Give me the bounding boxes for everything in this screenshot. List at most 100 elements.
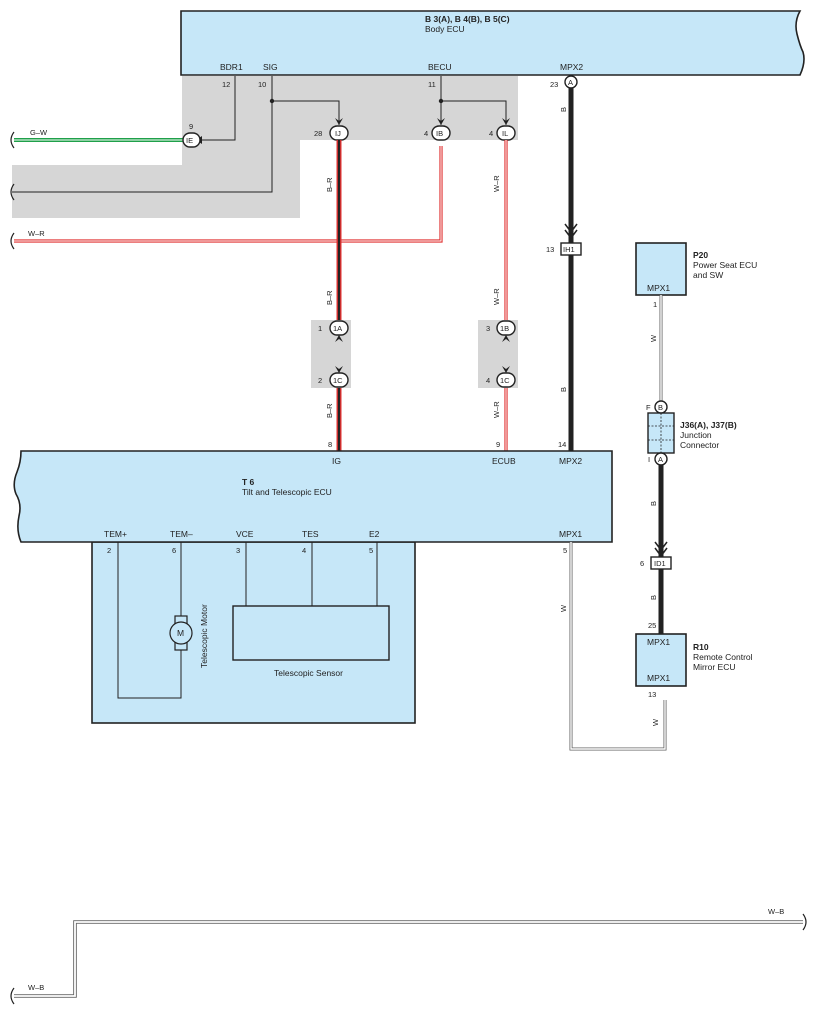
wire-break-wr	[10, 232, 15, 250]
mirror-pinnum-top: 25	[648, 621, 656, 630]
connector-id1: ID1 6	[640, 556, 672, 570]
svg-text:F: F	[646, 403, 651, 412]
arrow-ib	[437, 118, 445, 125]
power-seat-title: P20	[693, 250, 708, 260]
power-seat-pinnum: 1	[653, 300, 657, 309]
wire-wb-core	[14, 921, 803, 997]
wire-label-br-2: B–R	[325, 290, 334, 305]
motor-name: Telescopic Motor	[199, 604, 209, 668]
wire-break-gw	[10, 131, 15, 149]
svg-text:1A: 1A	[333, 324, 342, 333]
tilt-pin-mpx1: MPX1	[559, 529, 582, 539]
mirror-title: R10	[693, 642, 709, 652]
wire-label-w-3: W	[651, 718, 660, 726]
junction-title: J36(A), J37(B)	[680, 420, 737, 430]
tilt-pin-ecub: ECUB	[492, 456, 516, 466]
mirror-pin-top: MPX1	[647, 637, 670, 647]
arrow-id1-top	[654, 541, 668, 552]
tilt-pinnum-mpx2: 14	[558, 440, 566, 449]
wire-label-wr: W–R	[28, 229, 45, 238]
body-ecu-pin-bdr1: BDR1	[220, 62, 243, 72]
tilt-pinnum-tem-minus: 6	[172, 546, 176, 555]
power-seat-pin: MPX1	[647, 283, 670, 293]
tilt-pinnum-ecub: 9	[496, 440, 500, 449]
connector-il: IL 4	[489, 125, 516, 141]
tilt-pin-vce: VCE	[236, 529, 254, 539]
body-ecu-pinnum-mpx2: 23	[550, 80, 558, 89]
tilt-pin-tem-minus: TEM–	[170, 529, 193, 539]
mirror-ecu-box	[635, 633, 687, 687]
wire-label-wb-top: W–B	[768, 907, 784, 916]
wire-label-b-3: B	[649, 501, 658, 506]
wire-label-wb-bottom: W–B	[28, 983, 44, 992]
motor-icon	[169, 621, 193, 645]
wire-label-w-2: W	[559, 604, 568, 612]
arrow-1c2-up	[502, 366, 510, 373]
svg-text:A: A	[658, 455, 663, 464]
svg-text:9: 9	[189, 122, 193, 131]
wire-break-sig	[10, 183, 15, 201]
wire-motor-loop	[117, 542, 182, 699]
arrow-il	[502, 118, 510, 125]
tilt-pinnum-mpx1: 5	[563, 546, 567, 555]
arrow-ih1-bottom	[564, 229, 578, 240]
connector-1c-left: 1C 2	[318, 372, 349, 388]
body-ecu-pinnum-bdr1: 12	[222, 80, 230, 89]
tilt-pinnum-ig: 8	[328, 440, 332, 449]
svg-text:IB: IB	[436, 129, 443, 138]
svg-text:4: 4	[489, 129, 493, 138]
junction-name-1: Junction	[680, 430, 712, 440]
tilt-ecu-title: T 6	[242, 477, 255, 487]
body-ecu-name: Body ECU	[425, 24, 465, 34]
arrow-ih1-top	[564, 223, 578, 234]
junction-name-2: Connector	[680, 440, 719, 450]
tilt-pin-ig: IG	[332, 456, 341, 466]
svg-text:1C: 1C	[500, 376, 510, 385]
wire-label-w-1: W	[649, 334, 658, 342]
connector-ih1: IH1 13	[546, 242, 582, 256]
body-ecu-pin-becu: BECU	[428, 62, 452, 72]
power-seat-name-1: Power Seat ECU	[693, 260, 757, 270]
wire-w-mpx1-core	[570, 542, 666, 750]
svg-text:1B: 1B	[500, 324, 509, 333]
wire-break-wb-left	[10, 987, 15, 1005]
tilt-pinnum-e2: 5	[369, 546, 373, 555]
svg-text:IL: IL	[502, 129, 508, 138]
wire-label-b-2: B	[559, 387, 568, 392]
mirror-name-1: Remote Control	[693, 652, 753, 662]
splice-becu	[438, 98, 444, 104]
body-ecu-title: B 3(A), B 4(B), B 5(C)	[425, 14, 510, 24]
svg-text:B: B	[658, 403, 663, 412]
svg-text:ID1: ID1	[654, 559, 666, 568]
junction-connector-b: B F	[646, 400, 668, 414]
svg-text:3: 3	[486, 324, 490, 333]
wire-sig-ij	[272, 100, 340, 125]
tilt-ecu-name: Tilt and Telescopic ECU	[242, 487, 332, 497]
body-splice-area	[12, 76, 518, 218]
wire-label-wr-2: W–R	[492, 288, 501, 305]
splice-sig	[269, 98, 275, 104]
svg-text:28: 28	[314, 129, 322, 138]
arrow-1c-up	[335, 366, 343, 373]
wire-label-wr-3: W–R	[492, 401, 501, 418]
wire-bdr1	[202, 76, 236, 141]
arrow-1b-down	[502, 335, 510, 342]
wire-becu-il	[441, 100, 507, 125]
motor-symbol: M	[177, 628, 184, 638]
junction-connector-a: A I	[648, 452, 668, 466]
tilt-pin-mpx2: MPX2	[559, 456, 582, 466]
wire-label-b-4: B	[649, 595, 658, 600]
tilt-pinnum-tes: 4	[302, 546, 306, 555]
tilt-pin-tem-plus: TEM+	[104, 529, 127, 539]
wire-label-br-3: B–R	[325, 403, 334, 418]
svg-text:1C: 1C	[333, 376, 343, 385]
tilt-ecu-box	[13, 450, 613, 543]
wire-wr-left-core	[14, 146, 442, 242]
tilt-pinnum-vce: 3	[236, 546, 240, 555]
svg-text:IJ: IJ	[335, 129, 341, 138]
svg-text:IH1: IH1	[563, 245, 575, 254]
svg-text:4: 4	[486, 376, 490, 385]
wire-sig-down	[12, 76, 273, 193]
arrow-1a-down	[335, 335, 343, 342]
mirror-pin-bottom: MPX1	[647, 673, 670, 683]
